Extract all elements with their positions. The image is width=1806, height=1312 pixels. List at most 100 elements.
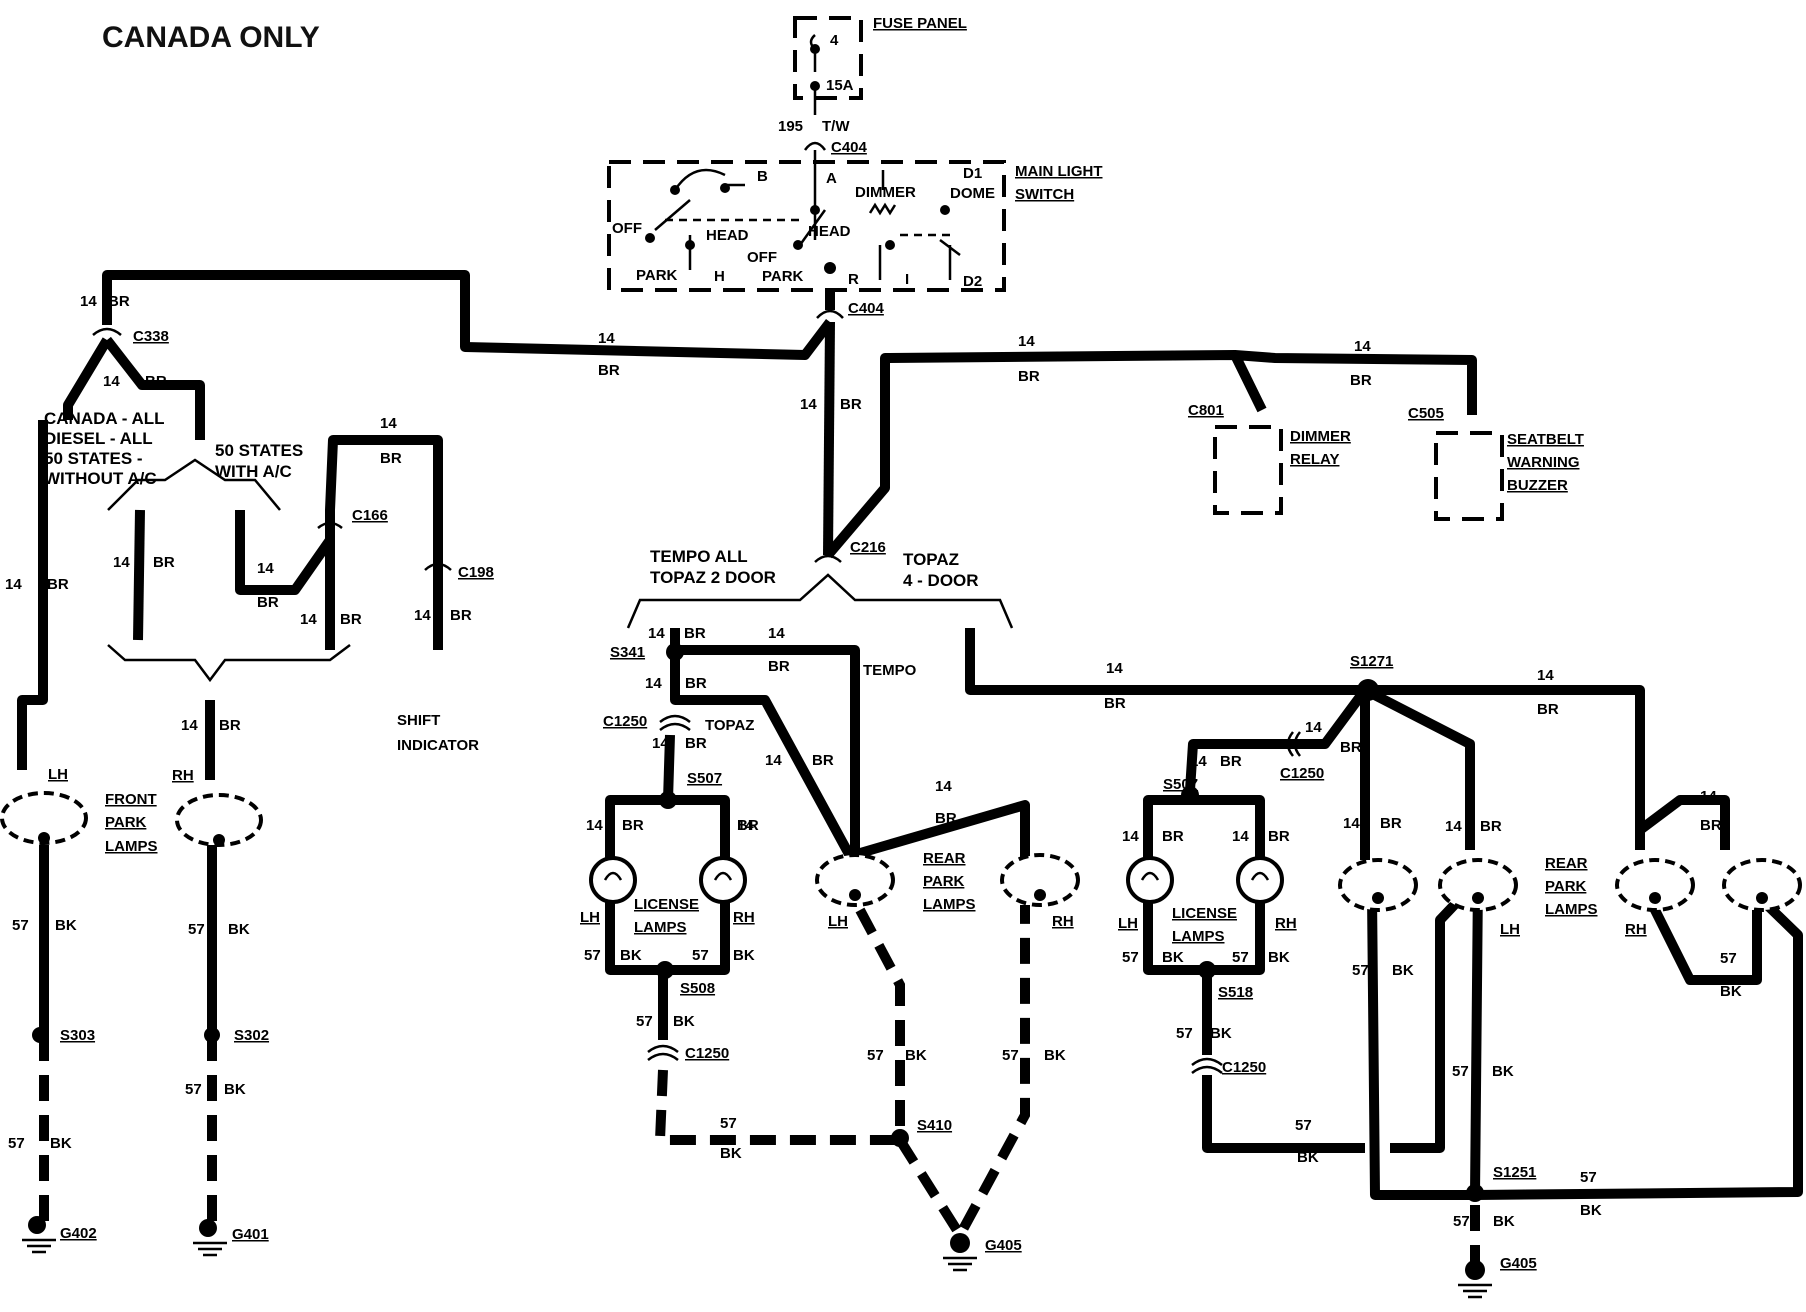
- c166-symbol: [317, 521, 343, 529]
- front-park-lamps: LH RH FRONT PARK LAMPS S303 S302 G402 G4…: [0, 766, 269, 1257]
- rear-label-2: PARK: [923, 873, 965, 890]
- switch-contact: [885, 240, 895, 250]
- c1250-c-label: C1250: [1280, 765, 1324, 782]
- switch-off-2: OFF: [747, 249, 777, 266]
- license-lamp-lh: [589, 856, 637, 904]
- wire-color-label: BK: [720, 1145, 742, 1162]
- c505-label: C505: [1408, 405, 1444, 422]
- wire-code-label: 57: [636, 1013, 653, 1030]
- switch-off-1: OFF: [612, 220, 642, 237]
- wire-code-label: 14: [1445, 818, 1462, 835]
- wire-to-relay-buzzer: [824, 350, 1477, 559]
- wire-code-label: 57: [185, 1081, 202, 1098]
- wire-code-label: 14: [5, 576, 22, 593]
- ground-g405-b: G405: [1500, 1255, 1537, 1272]
- wire-color-label: BK: [1268, 949, 1290, 966]
- switch-head-2: HEAD: [808, 223, 851, 240]
- wire-color-label: BR: [1700, 817, 1722, 834]
- wire-code-label: 14: [380, 415, 397, 432]
- wire-code-label: 14: [1343, 815, 1360, 832]
- wire-color-label: BK: [55, 917, 77, 934]
- front-lamp-lh-label: LH: [48, 766, 68, 783]
- c198-label: C198: [458, 564, 494, 581]
- wire-color-label: BR: [1162, 828, 1184, 845]
- splice-s508: S508: [680, 980, 715, 997]
- lamp-terminal: [1649, 892, 1661, 904]
- splice-dot: [32, 1027, 48, 1043]
- rear-label-1: REAR: [923, 850, 966, 867]
- wire-code-label: 14: [800, 396, 817, 413]
- wire-with-ac: [235, 435, 443, 650]
- wire-color-label: BR: [1018, 368, 1040, 385]
- license-rh-4door: RH: [1275, 915, 1297, 932]
- wire-c338-branches: [63, 336, 205, 440]
- bracket-upper: [107, 458, 281, 511]
- wire-code-label: 14: [1354, 338, 1371, 355]
- relay-label: RELAY: [1290, 451, 1339, 468]
- label-diesel-all: DIESEL - ALL: [44, 429, 153, 448]
- wire-code-label: 14: [113, 554, 130, 571]
- wire-color-label: BR: [47, 576, 69, 593]
- wire-lh-front-trunk: [17, 420, 48, 770]
- rear-lamps-4door: S1271 C1250 S507 LICENSE LAMPS LH RH S51…: [965, 628, 1803, 1299]
- switch-terminal-b: B: [757, 168, 768, 185]
- wire-color-label: BR: [219, 717, 241, 734]
- label-50-states-with: 50 STATES: [215, 441, 303, 460]
- switch-park-1: PARK: [636, 267, 678, 284]
- topaz-branch-label: TOPAZ: [705, 717, 754, 734]
- c1250-d-label: C1250: [1222, 1059, 1266, 1076]
- rear-park-lamp-2-4door: [1438, 858, 1518, 912]
- label-topaz: TOPAZ: [903, 550, 959, 569]
- label-tempo-all: TEMPO ALL: [650, 547, 748, 566]
- fuse-panel-label: FUSE PANEL: [873, 15, 967, 32]
- label-4-door: 4 - DOOR: [903, 571, 979, 590]
- c1250-c-symbol: [1286, 731, 1301, 757]
- wire-color-label: BR: [685, 735, 707, 752]
- switch-d2: D2: [963, 273, 982, 290]
- switch-i: I: [905, 271, 909, 288]
- fuse-circuit: 195: [778, 118, 803, 135]
- switch-contact: [670, 185, 680, 195]
- wire-code-label: 57: [1453, 1213, 1470, 1230]
- wire-code-label: 57: [1232, 949, 1249, 966]
- splice-s518: S518: [1218, 984, 1253, 1001]
- wire-code-label: 57: [1295, 1117, 1312, 1134]
- lamp-terminal: [213, 834, 225, 846]
- c404-bottom-symbol: [816, 309, 844, 319]
- wire-color-label: BR: [1220, 753, 1242, 770]
- rear-lamp-rh-label: RH: [1052, 913, 1074, 930]
- license-lamp-rh: [699, 856, 747, 904]
- switch-terminal-d1: D1: [963, 165, 982, 182]
- wire-code-label: 14: [1232, 828, 1249, 845]
- fuse-rating: 15A: [826, 77, 854, 94]
- wire-code-label: 14: [648, 625, 665, 642]
- ground-g402: G402: [60, 1225, 97, 1242]
- bracket-lower: [107, 644, 351, 683]
- license-label-4door: LICENSE: [1172, 905, 1237, 922]
- rear-park-lamp-4-4door: [1722, 858, 1802, 912]
- switch-h: H: [714, 268, 725, 285]
- wire-code-label: 14: [1122, 828, 1139, 845]
- wire-code-label: 57: [8, 1135, 25, 1152]
- rear-lamps-2door: S341 C1250 TOPAZ TEMPO S507 LICENSE LAMP…: [580, 628, 1080, 1272]
- front-label-2: PARK: [105, 814, 147, 831]
- wire-code-label: 57: [1176, 1025, 1193, 1042]
- wire-color-label: BR: [812, 752, 834, 769]
- wire-color-label: BR: [935, 810, 957, 827]
- wire-code-label: 14: [737, 817, 754, 834]
- wire-code-label: 14: [586, 817, 603, 834]
- wire-color-label: BK: [673, 1013, 695, 1030]
- license-lh-4door: LH: [1118, 915, 1138, 932]
- fuse-number: 4: [830, 32, 839, 49]
- wire-code-label: 14: [300, 611, 317, 628]
- wire-rear-4door: [965, 628, 1730, 860]
- bulb-filament: [603, 871, 733, 881]
- rear-lamp-lh-label: LH: [828, 913, 848, 930]
- wire-color-label: BR: [450, 607, 472, 624]
- wire-code-label: 14: [1537, 667, 1554, 684]
- wire-to-c338: [102, 270, 834, 360]
- wire-color-label: BR: [145, 373, 167, 390]
- splice-dot: [204, 1027, 220, 1043]
- wire-code-label: 14: [765, 752, 782, 769]
- wire-code-label: 57: [1002, 1047, 1019, 1064]
